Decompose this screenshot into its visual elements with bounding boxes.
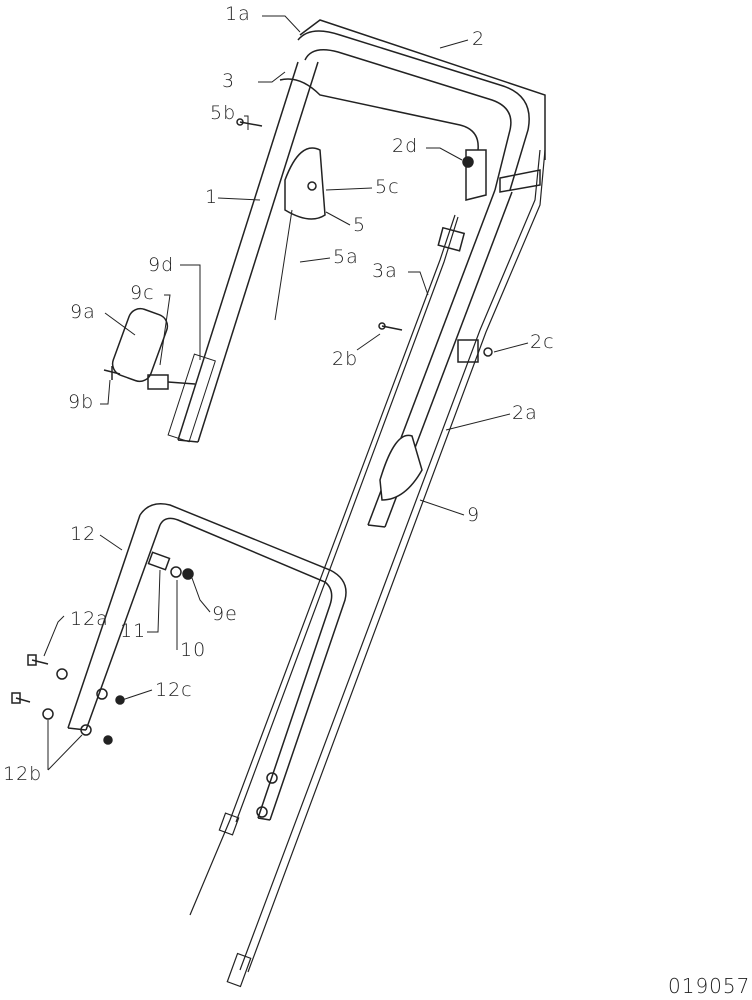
- label-2d: 2d: [392, 135, 419, 157]
- label-2c: 2c: [530, 331, 555, 353]
- drawing-code: 019057: [668, 974, 751, 998]
- label-12b: 12b: [3, 763, 43, 785]
- upper-handle: [167, 19, 546, 528]
- label-9b: 9b: [68, 391, 95, 413]
- label-12: 12: [70, 523, 97, 545]
- cables: [189, 149, 546, 988]
- label-3a: 3a: [372, 260, 398, 282]
- label-9d: 9d: [148, 254, 175, 276]
- label-5b: 5b: [210, 102, 237, 124]
- label-9a: 9a: [70, 301, 96, 323]
- label-9: 9: [467, 504, 481, 526]
- label-2: 2: [472, 28, 486, 50]
- lower-handle: [67, 503, 347, 821]
- leader-lines: [43, 15, 529, 771]
- label-1a: 1a: [225, 3, 251, 25]
- label-12c: 12c: [155, 679, 193, 701]
- label-3: 3: [222, 70, 236, 92]
- label-1: 1: [205, 186, 219, 208]
- label-9e: 9e: [212, 603, 238, 625]
- label-5c: 5c: [375, 176, 400, 198]
- label-2a: 2a: [512, 402, 538, 424]
- label-5: 5: [353, 214, 367, 236]
- label-5a: 5a: [333, 246, 359, 268]
- label-12a: 12a: [70, 608, 109, 630]
- label-2b: 2b: [332, 348, 359, 370]
- label-9c: 9c: [130, 282, 155, 304]
- label-10: 10: [180, 639, 207, 661]
- label-11: 11: [120, 620, 147, 642]
- hardware: [11, 118, 493, 745]
